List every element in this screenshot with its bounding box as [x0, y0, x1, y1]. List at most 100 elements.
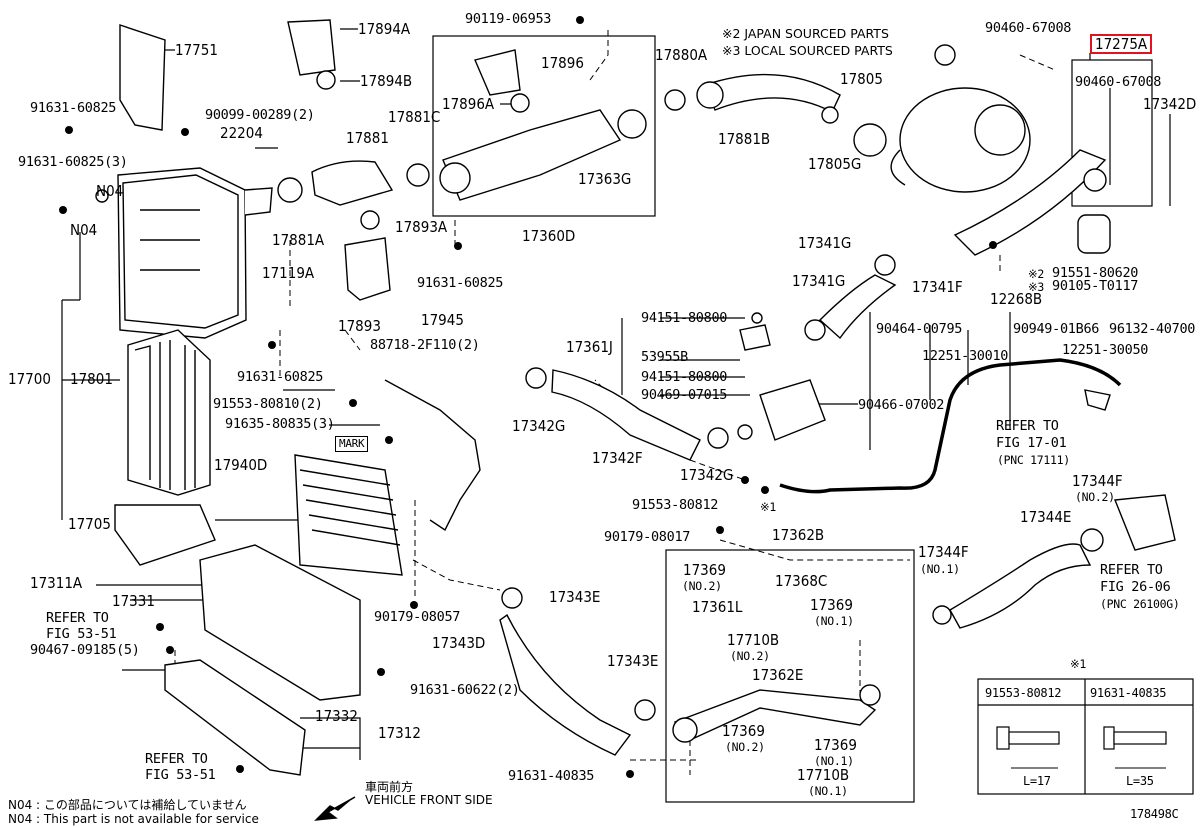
note-japan: ※2 JAPAN SOURCED PARTS — [722, 26, 889, 41]
part-label[interactable]: 90949-01B66 — [1013, 321, 1100, 337]
part-label[interactable]: 17751 — [175, 41, 218, 59]
part-label[interactable]: 90179-08017 — [604, 529, 691, 545]
part-label[interactable]: 17342F — [592, 449, 643, 467]
part-label-highlighted[interactable]: 17275A — [1090, 34, 1153, 54]
part-label[interactable]: 17700 — [8, 370, 51, 388]
part-label[interactable]: 17363G — [578, 170, 632, 188]
refer-link[interactable]: REFER TO — [996, 418, 1059, 434]
refer-link[interactable]: REFER TO — [46, 610, 109, 626]
part-label[interactable]: 91553-80812 — [632, 497, 719, 513]
part-label[interactable]: 17342D — [1143, 95, 1197, 113]
part-label[interactable]: 91631-60825 — [237, 369, 324, 385]
part-label[interactable]: 17362E — [752, 666, 804, 684]
part-label[interactable]: 17893A — [395, 218, 448, 236]
part-label[interactable]: 17344E — [1020, 508, 1072, 526]
refer-link[interactable]: (PNC 17111) — [997, 453, 1070, 467]
mark-label: MARK — [335, 436, 369, 452]
part-label[interactable]: 17343D — [432, 634, 486, 652]
part-label-qualifier: (NO.1) — [814, 754, 854, 768]
part-label[interactable]: 91635-80835(3) — [225, 416, 335, 432]
part-label[interactable]: 17119A — [262, 264, 315, 282]
part-label[interactable]: 17369 — [810, 596, 853, 614]
part-label[interactable]: 91631-60825 — [30, 100, 117, 116]
part-label[interactable]: 94151-80800 — [641, 369, 728, 385]
part-label[interactable]: 17312 — [378, 724, 421, 742]
part-label[interactable]: 96132-40700 — [1109, 321, 1196, 337]
part-label[interactable]: 17894B — [360, 72, 413, 90]
part-label[interactable]: 17368C — [775, 572, 828, 590]
part-label[interactable]: 22204 — [220, 124, 263, 142]
refer-link[interactable]: REFER TO — [145, 751, 208, 767]
part-label[interactable]: 17881A — [272, 231, 325, 249]
note-n04-en: N04 : This part is not available for ser… — [8, 812, 259, 826]
part-label[interactable]: 90119-06953 — [465, 11, 552, 27]
part-label[interactable]: 90099-00289(2) — [205, 107, 315, 123]
part-label[interactable]: 90105-T0117 — [1052, 278, 1139, 294]
part-label[interactable]: 17805G — [808, 155, 862, 173]
marker: ※1 — [1070, 657, 1086, 671]
part-label[interactable]: 17331 — [112, 592, 155, 610]
part-label[interactable]: 17881 — [346, 129, 389, 147]
part-label[interactable]: 17341F — [912, 278, 963, 296]
part-label[interactable]: 17344F — [1072, 472, 1123, 490]
part-label[interactable]: 88718-2F110(2) — [370, 337, 480, 353]
part-label[interactable]: 17362B — [772, 526, 825, 544]
part-label[interactable]: 17945 — [421, 311, 464, 329]
part-label[interactable]: 17361L — [692, 598, 743, 616]
part-label[interactable]: 17360D — [522, 227, 576, 245]
part-label[interactable]: 91631-40835 — [508, 768, 595, 784]
part-label[interactable]: 17369 — [683, 561, 726, 579]
part-label[interactable]: 17344F — [918, 543, 969, 561]
part-label[interactable]: 53955B — [641, 349, 688, 365]
refer-link[interactable]: FIG 26-06 — [1100, 579, 1171, 595]
part-label[interactable]: 90466-07002 — [858, 397, 945, 413]
part-label[interactable]: 17341G — [798, 234, 852, 252]
refer-link[interactable]: FIG 53-51 — [46, 626, 117, 642]
part-label[interactable]: 91551-80620 — [1052, 265, 1139, 281]
part-label[interactable]: 90179-08057 — [374, 609, 461, 625]
part-label[interactable]: 17343E — [607, 652, 659, 670]
refer-link[interactable]: FIG 17-01 — [996, 435, 1067, 451]
part-label[interactable]: 12251-30010 — [922, 348, 1009, 364]
part-label[interactable]: 94151-80800 — [641, 310, 728, 326]
part-label[interactable]: 17705 — [68, 515, 111, 533]
part-label[interactable]: 91553-80810(2) — [213, 396, 323, 412]
refer-link[interactable]: (PNC 26100G) — [1100, 597, 1180, 611]
refer-link[interactable]: FIG 53-51 — [145, 767, 216, 783]
part-label[interactable]: 90460-67008 — [1075, 74, 1162, 90]
part-label[interactable]: 17880A — [655, 46, 708, 64]
part-label[interactable]: 17881C — [388, 108, 441, 126]
bolt-header[interactable]: 91631-40835 — [1090, 686, 1167, 700]
part-label[interactable]: 17369 — [814, 736, 857, 754]
part-label[interactable]: 17332 — [315, 707, 358, 725]
part-label[interactable]: 17361J — [566, 338, 613, 356]
part-label[interactable]: 91631-60825(3) — [18, 154, 128, 170]
part-label[interactable]: 17881B — [718, 130, 771, 148]
part-label[interactable]: 17896A — [442, 95, 495, 113]
part-label[interactable]: 17801 — [70, 370, 113, 388]
part-label[interactable]: 17940D — [214, 456, 268, 474]
part-label[interactable]: 17369 — [722, 722, 765, 740]
part-label[interactable]: 17710B — [797, 766, 850, 784]
part-label[interactable]: 17894A — [358, 20, 411, 38]
part-label[interactable]: 17341G — [792, 272, 846, 290]
part-label[interactable]: 17311A — [30, 574, 83, 592]
part-label[interactable]: 91631-60825 — [417, 275, 504, 291]
part-label[interactable]: 90460-67008 — [985, 20, 1072, 36]
part-label[interactable]: 12251-30050 — [1062, 342, 1149, 358]
bolt-header[interactable]: 91553-80812 — [985, 686, 1062, 700]
part-label[interactable]: 17343E — [549, 588, 601, 606]
part-label[interactable]: 90464-00795 — [876, 321, 963, 337]
part-label[interactable]: 17342G — [680, 466, 734, 484]
part-label-qualifier: (NO.2) — [730, 649, 770, 663]
part-label[interactable]: 90469-07015 — [641, 387, 728, 403]
refer-link[interactable]: REFER TO — [1100, 562, 1163, 578]
part-label[interactable]: 17893 — [338, 317, 381, 335]
part-label[interactable]: 17805 — [840, 70, 883, 88]
part-label[interactable]: 12268B — [990, 290, 1043, 308]
part-label[interactable]: 17710B — [727, 631, 780, 649]
part-label[interactable]: 17896 — [541, 54, 584, 72]
part-label[interactable]: 91631-60622(2) — [410, 682, 520, 698]
part-label[interactable]: 90467-09185(5) — [30, 642, 140, 658]
part-label[interactable]: 17342G — [512, 417, 566, 435]
